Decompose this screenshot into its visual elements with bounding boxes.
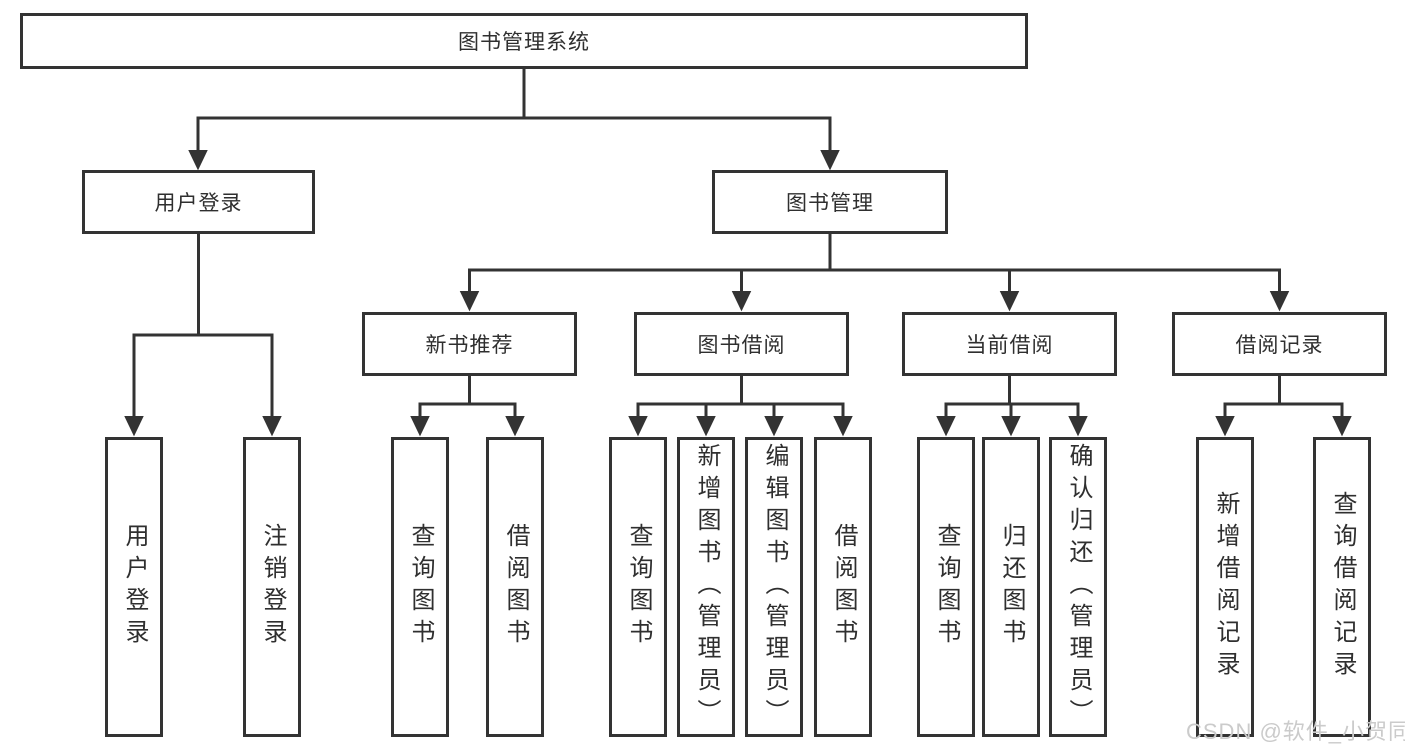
node-br-add-record: 新增借阅记录 <box>1196 437 1254 737</box>
node-label: 查询借阅记录 <box>1329 491 1356 683</box>
node-label: 查询图书 <box>407 523 434 651</box>
node-cb-query-book: 查询图书 <box>917 437 975 737</box>
connector-book-borrowing <box>628 376 853 437</box>
node-logout: 注销登录 <box>243 437 301 737</box>
node-label: 用户登录 <box>121 523 148 651</box>
connector-borrowing-records <box>1215 376 1352 437</box>
node-bb-add-book-admin: 新增图书（管理员） <box>677 437 735 737</box>
node-root: 图书管理系统 <box>20 13 1028 69</box>
node-borrowing-records: 借阅记录 <box>1172 312 1387 376</box>
node-label: 图书管理系统 <box>458 31 590 54</box>
node-label: 图书借阅 <box>697 334 786 357</box>
node-current-borrowing: 当前借阅 <box>902 312 1117 376</box>
node-new-book-recommend: 新书推荐 <box>362 312 577 376</box>
node-label: 新增借阅记录 <box>1212 491 1239 683</box>
node-label: 新增图书（管理员） <box>693 443 720 731</box>
node-label: 编辑图书（管理员） <box>761 443 788 731</box>
connector-new-book-recommend <box>410 376 525 437</box>
node-label: 确认归还（管理员） <box>1065 443 1092 731</box>
node-bb-edit-book-admin: 编辑图书（管理员） <box>745 437 803 737</box>
watermark: CSDN @软件_小贺同学 <box>1186 719 1405 744</box>
node-user-login: 用户登录 <box>82 170 315 234</box>
node-login: 用户登录 <box>105 437 163 737</box>
node-label: 新书推荐 <box>425 334 514 357</box>
node-nbr-borrow-book: 借阅图书 <box>486 437 544 737</box>
node-label: 借阅图书 <box>830 523 857 651</box>
node-bb-query-book: 查询图书 <box>609 437 667 737</box>
connector-user-login <box>124 234 282 437</box>
connector-current-borrowing <box>936 376 1088 437</box>
node-label: 借阅记录 <box>1235 334 1324 357</box>
node-label: 当前借阅 <box>965 334 1054 357</box>
node-nbr-query-book: 查询图书 <box>391 437 449 737</box>
node-book-borrowing: 图书借阅 <box>634 312 849 376</box>
node-cb-confirm-return-admin: 确认归还（管理员） <box>1049 437 1107 737</box>
node-label: 查询图书 <box>933 523 960 651</box>
node-label: 查询图书 <box>625 523 652 651</box>
node-bb-borrow-book: 借阅图书 <box>814 437 872 737</box>
node-label: 借阅图书 <box>502 523 529 651</box>
connector-book-management <box>459 234 1290 312</box>
node-label: 注销登录 <box>259 523 286 651</box>
node-br-query-record: 查询借阅记录 <box>1313 437 1371 737</box>
node-label: 归还图书 <box>998 523 1025 651</box>
connector-root <box>188 69 840 171</box>
node-label: 图书管理 <box>786 192 874 215</box>
node-cb-return-book: 归还图书 <box>982 437 1040 737</box>
node-label: 用户登录 <box>154 192 243 215</box>
node-book-management: 图书管理 <box>712 170 948 234</box>
